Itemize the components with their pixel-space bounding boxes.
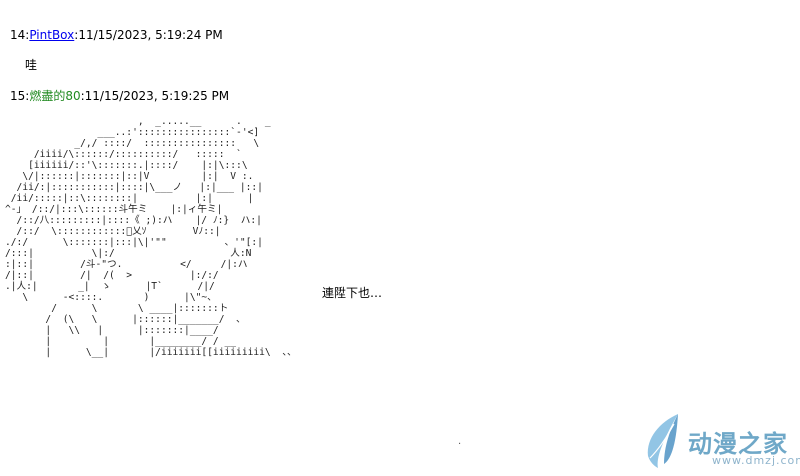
ascii-art: , _.....__ . _ ___..:'::::::::::::::::`-… xyxy=(5,116,297,358)
post-timestamp: 11/15/2023, 5:19:25 PM xyxy=(84,89,230,103)
post-body-14: 哇 xyxy=(25,58,38,72)
poster-name-link[interactable]: PintBox xyxy=(29,28,75,42)
feather-logo-icon xyxy=(647,414,678,468)
watermark-text: 动漫之家 xyxy=(688,430,788,458)
watermark-url: www.dmzj.com xyxy=(712,454,800,467)
poster-name: 燃盡的80 xyxy=(29,89,81,103)
post-number: 15 xyxy=(10,89,26,103)
ascii-art-caption: 連陞下也… xyxy=(322,286,383,300)
stray-dot: . xyxy=(458,436,462,447)
site-watermark: 动漫之家 www.dmzj.com xyxy=(640,410,800,476)
post-header-15: 15:燃盡的80:11/15/2023, 5:19:25 PM xyxy=(10,89,230,103)
post-number: 14 xyxy=(10,28,26,42)
post-header-14: 14:PintBox:11/15/2023, 5:19:24 PM xyxy=(10,28,223,42)
post-timestamp: 11/15/2023, 5:19:24 PM xyxy=(78,28,223,42)
